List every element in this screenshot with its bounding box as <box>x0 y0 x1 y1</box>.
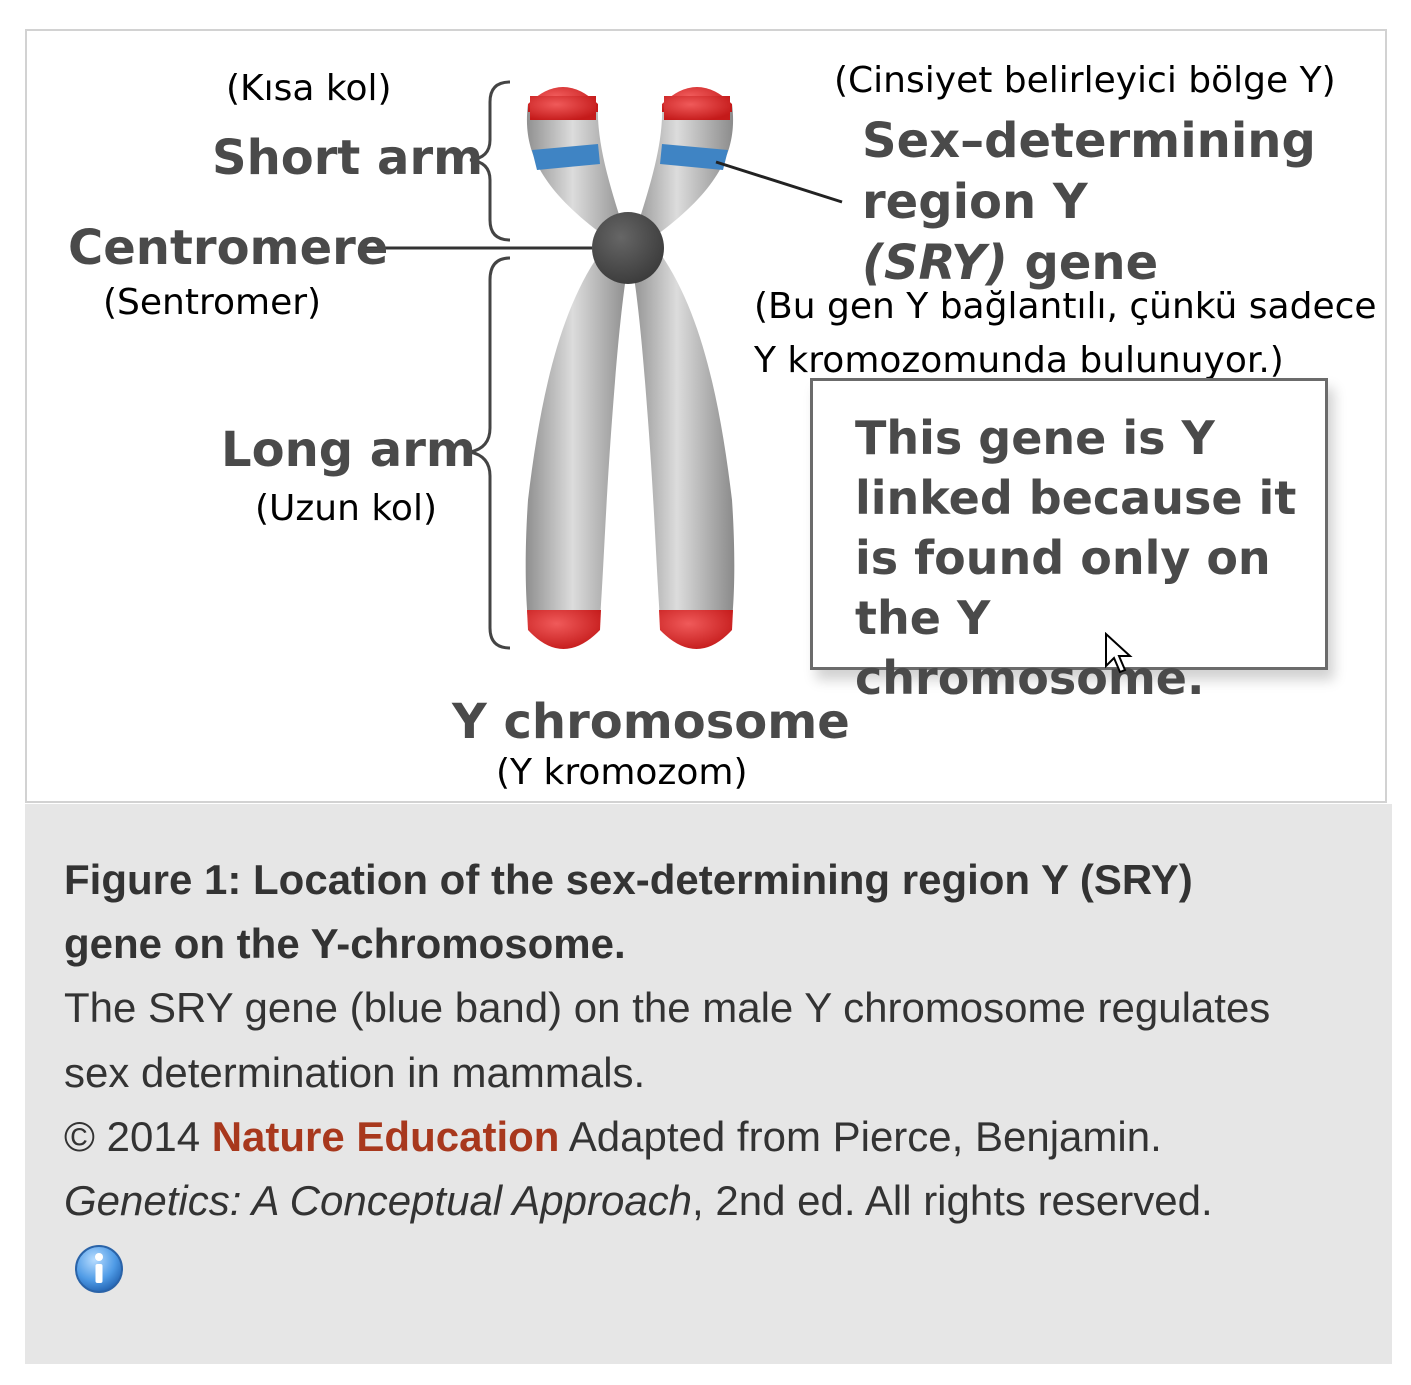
callout-text: This gene is Y linked because it is foun… <box>855 411 1297 705</box>
sry-label-line3: (SRY) gene <box>862 235 1158 291</box>
info-icon[interactable] <box>74 1244 124 1294</box>
short-arm-brace <box>469 80 511 242</box>
long-arm-translation: (Uzun kol) <box>255 488 438 529</box>
caption-citation: Genetics: A Conceptual Approach, 2nd ed.… <box>64 1177 1213 1225</box>
sry-label-line1: Sex–determining <box>862 113 1316 169</box>
callout-translation-line1: (Bu gen Y bağlantılı, çünkü sadece <box>754 286 1377 327</box>
diagram-title: Y chromosome <box>452 694 850 750</box>
caption-title-line1: Figure 1: Location of the sex-determinin… <box>64 856 1193 903</box>
chromosome-diagram <box>365 80 843 650</box>
callout-translation-line2: Y kromozomunda bulunuyor.) <box>754 340 1284 381</box>
centromere-knob <box>592 212 664 284</box>
sry-gene-word: gene <box>1007 235 1159 291</box>
sry-label-line2: region Y <box>862 174 1088 230</box>
copyright-prefix: © 2014 <box>64 1113 212 1160</box>
left-chromatid <box>525 87 630 649</box>
sry-pointer <box>715 160 843 204</box>
diagram-title-translation: (Y kromozom) <box>496 752 748 793</box>
long-arm-label: Long arm <box>221 422 476 478</box>
callout-box <box>810 378 1328 670</box>
short-arm-label: Short arm <box>212 130 484 186</box>
book-suffix: , 2nd ed. All rights reserved. <box>692 1177 1213 1224</box>
caption-title-line2: gene on the Y-chromosome. <box>64 920 626 967</box>
mouse-cursor-icon <box>1105 632 1133 674</box>
right-chromatid <box>630 87 735 649</box>
caption-panel <box>25 804 1392 1364</box>
sry-band-right <box>660 144 728 170</box>
copyright-suffix: Adapted from Pierce, Benjamin. <box>559 1113 1162 1160</box>
sry-band-left <box>532 144 600 170</box>
nature-education-link[interactable]: Nature Education <box>211 1113 560 1160</box>
telomere-bottom-left <box>527 610 601 649</box>
caption-body-line1: The SRY gene (blue band) on the male Y c… <box>64 984 1271 1031</box>
centromere-translation: (Sentromer) <box>103 282 322 323</box>
caption-copyright: © 2014 Nature Education Adapted from Pie… <box>64 1113 1162 1161</box>
telomere-bottom-right <box>659 610 733 649</box>
caption-body-line2: sex determination in mammals. <box>64 1049 646 1096</box>
sry-translation: (Cinsiyet belirleyici bölge Y) <box>834 60 1336 101</box>
sry-abbrev: (SRY) <box>862 235 1008 291</box>
long-arm-brace <box>469 256 511 650</box>
book-title: Genetics: A Conceptual Approach <box>64 1177 693 1224</box>
short-arm-translation: (Kısa kol) <box>226 68 392 109</box>
centromere-label: Centromere <box>68 220 389 276</box>
